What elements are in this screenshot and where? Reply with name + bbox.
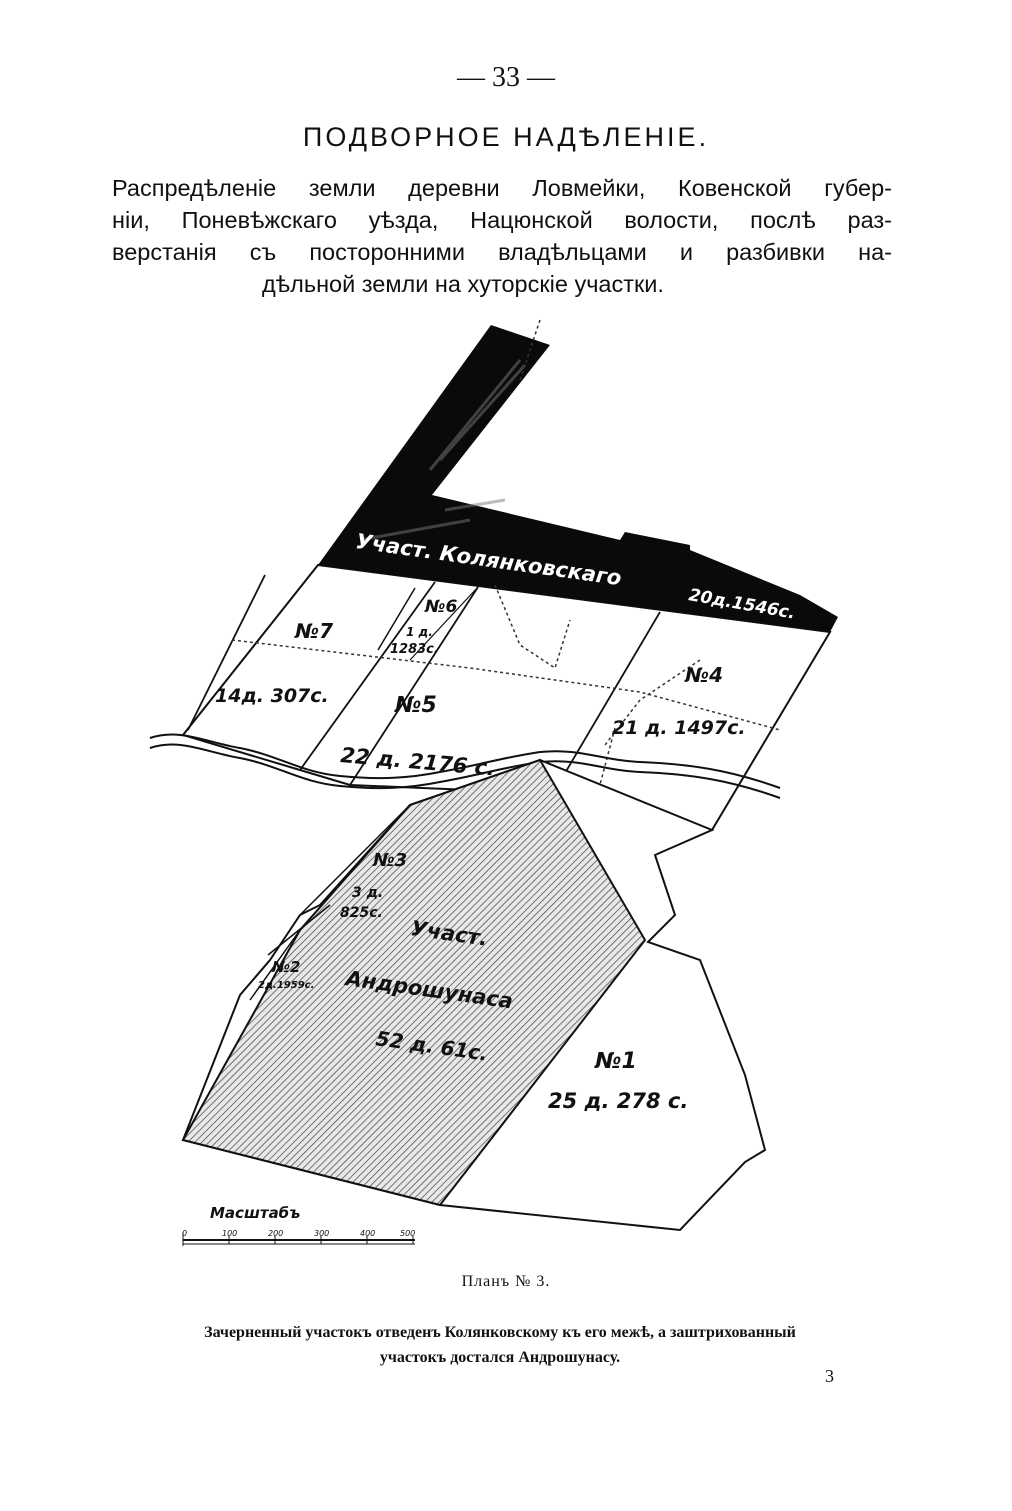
dotted-road	[494, 584, 571, 670]
boundary-line	[187, 574, 266, 731]
note-line: участокъ достался Андрошунасу.	[379, 1349, 621, 1366]
dotted-road	[231, 639, 781, 731]
scale-tick-label: 400	[360, 1229, 375, 1238]
scale-tick-label: 500	[400, 1229, 415, 1238]
boundary-line	[267, 904, 331, 956]
plot-7-number: №7	[294, 619, 333, 643]
scale-label: Масштабъ	[210, 1204, 300, 1222]
signature-mark: 3	[825, 1366, 834, 1386]
subtitle-line: верстанiя съ посторонними владѣльцами и …	[112, 239, 892, 265]
scale-tick-label: 300	[314, 1229, 329, 1238]
subtitle-line: Распредѣленiе земли деревни Ловмейки, Ко…	[112, 175, 892, 201]
scale-tick-label: 0	[182, 1229, 187, 1238]
boundary-line	[249, 929, 301, 1001]
boundary-line	[377, 587, 416, 651]
plot-6-area-2: 1283с.	[390, 642, 439, 657]
plot-2-area: 2д.1959с.	[258, 980, 314, 991]
plot-1-area: 25 д. 278 с.	[548, 1089, 688, 1113]
boundary-line	[409, 586, 479, 661]
subtitle-line: дѣльной земли на хуторскiе участки.	[262, 271, 664, 297]
plot-3-area-1: 3 д.	[352, 885, 383, 901]
plot-1-number: №1	[594, 1049, 637, 1074]
dotted-road	[604, 659, 701, 746]
note-line: Зачерненный участокъ отведенъ Колянковск…	[204, 1324, 796, 1341]
map-note: Зачерненный участокъ отведенъ Колянковск…	[100, 1320, 900, 1370]
page-number: — 33 —	[457, 62, 555, 93]
black-plot-texture	[359, 359, 527, 542]
scale-tick-label: 100	[222, 1229, 237, 1238]
plot-4-area: 21 д. 1497с.	[612, 717, 746, 739]
plot-2-number: №2	[271, 958, 300, 976]
subtitle-line: нiи, Поневѣжскаго уѣзда, Нацюнской волос…	[112, 207, 892, 233]
boundary-line	[299, 804, 411, 916]
plot-6-area-1: 1 д.	[406, 625, 433, 639]
black-plot	[318, 325, 838, 632]
page-title: ПОДВОРНОЕ НАДѢЛЕНIЕ.	[302, 122, 710, 152]
subtitle: Распредѣленiе земли деревни Ловмейки, Ко…	[112, 172, 892, 300]
plot-6-number: №6	[424, 597, 457, 617]
plan-caption: Планъ № 3.	[461, 1273, 551, 1290]
boundary-line	[349, 586, 479, 786]
plot-5-number: №5	[394, 693, 437, 718]
land-plan-map: Участ. Колянковскаго 20д.1546с. №7 14д. …	[149, 319, 838, 1246]
plot-4-number: №4	[684, 663, 723, 687]
scale-ticks: 0 100 200 300 400 500	[182, 1229, 415, 1246]
plot-3-area-2: 825с.	[340, 905, 383, 921]
boundary-line	[299, 581, 436, 771]
plot-7-area: 14д. 307с.	[215, 685, 329, 707]
river	[149, 733, 781, 789]
scale-tick-label: 200	[268, 1229, 283, 1238]
boundary-line	[554, 611, 661, 791]
river	[149, 743, 781, 799]
plot-3-number: №3	[372, 850, 407, 871]
